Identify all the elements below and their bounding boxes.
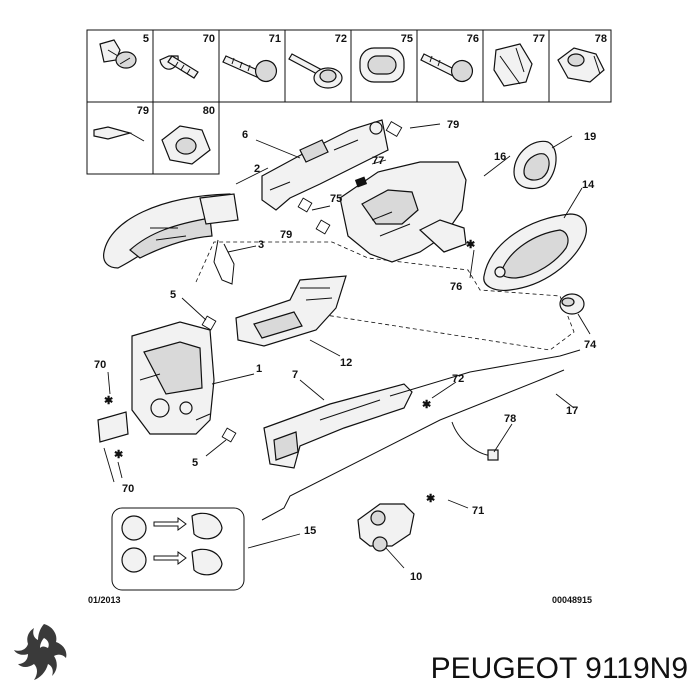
callout-5-mid: 5 xyxy=(170,289,176,301)
star-marker-70b: ✱ xyxy=(114,449,123,461)
clip-nut-icon xyxy=(493,43,533,87)
cable-15 xyxy=(261,369,565,521)
callout-77: 77 xyxy=(372,155,384,167)
callout-75: 75 xyxy=(330,193,342,205)
callout-70-a: 70 xyxy=(94,359,106,371)
callout-19: 19 xyxy=(584,131,596,143)
clip-tag-75 xyxy=(315,219,331,235)
rivet-icon xyxy=(93,126,145,142)
callout-12: 12 xyxy=(340,357,352,369)
table-cell-80-num: 80 xyxy=(203,105,215,117)
clip-tag-5-low xyxy=(221,427,237,443)
diagram-date: 01/2013 xyxy=(88,595,121,605)
rod-3 xyxy=(213,239,235,285)
callout-3: 3 xyxy=(258,239,264,251)
screw-71-icon xyxy=(222,55,278,83)
callout-17: 17 xyxy=(566,405,578,417)
bracket-6 xyxy=(261,119,389,211)
star-marker-76: ✱ xyxy=(466,239,475,251)
leader-lines xyxy=(103,123,591,569)
clip-tag-79-mid xyxy=(297,197,313,213)
screw-72-icon xyxy=(288,53,343,89)
part-caption: PEUGEOT 9119N9 xyxy=(431,652,688,685)
callout-6: 6 xyxy=(242,129,248,141)
callout-79-top: 79 xyxy=(447,119,459,131)
bracket-7 xyxy=(263,383,413,469)
clip-tag-79-top xyxy=(385,121,403,137)
cable-17 xyxy=(389,349,581,397)
clip-78-cable xyxy=(451,421,493,457)
clip-78 xyxy=(487,449,499,461)
table-cell-5-num: 5 xyxy=(143,33,149,45)
outer-door-handle xyxy=(103,193,239,269)
callout-70-b: 70 xyxy=(122,483,134,495)
cable-clip-icon xyxy=(557,47,605,83)
star-marker-70a: ✱ xyxy=(104,395,113,407)
handle-frame-12 xyxy=(235,275,347,347)
hinge-part-10 xyxy=(357,503,415,552)
table-cell-72-num: 72 xyxy=(335,33,347,45)
callout-72: 72 xyxy=(452,373,464,385)
inner-handle-14 xyxy=(483,213,587,291)
bezel-16 xyxy=(513,140,557,190)
clip-part-icon xyxy=(99,39,137,69)
callout-2: 2 xyxy=(254,163,260,175)
callout-14: 14 xyxy=(582,179,595,191)
callout-1: 1 xyxy=(256,363,262,375)
detail-box xyxy=(111,507,245,591)
table-cell-75-num: 75 xyxy=(401,33,413,45)
callout-5-low: 5 xyxy=(192,457,198,469)
callout-78: 78 xyxy=(504,413,516,425)
table-cell-76-num: 76 xyxy=(467,33,479,45)
door-lock-1 xyxy=(131,321,215,435)
table-cell-77-num: 77 xyxy=(533,33,545,45)
table-cell-78-num: 78 xyxy=(595,33,607,45)
peugeot-lion-logo xyxy=(14,624,67,680)
table-cell-71-num: 71 xyxy=(269,33,281,45)
screw-70-icon xyxy=(159,55,199,79)
callout-7: 7 xyxy=(292,369,298,381)
star-marker-71: ✱ xyxy=(426,493,435,505)
parts-table: 5 70 71 72 75 76 77 78 79 80 xyxy=(86,29,612,175)
callout-76: 76 xyxy=(450,281,462,293)
callout-16: 16 xyxy=(494,151,506,163)
grommet-icon xyxy=(359,47,405,83)
table-cell-70-num: 70 xyxy=(203,33,215,45)
seal-pad xyxy=(97,411,129,443)
inner-handle-mechanism xyxy=(339,161,467,263)
callout-labels: 79 6 77 16 19 2 75 79 14 3 76 5 12 74 70… xyxy=(94,119,597,583)
table-cell-79-num: 79 xyxy=(137,105,149,117)
callout-10: 10 xyxy=(410,571,422,583)
lock-knob-74 xyxy=(559,293,585,315)
callout-71: 71 xyxy=(472,505,484,517)
diagram-reference: 00048915 xyxy=(552,595,592,605)
callout-74: 74 xyxy=(584,339,597,351)
callout-15: 15 xyxy=(304,525,316,537)
screw-76-icon xyxy=(420,53,474,83)
nut-icon xyxy=(161,125,211,165)
callout-79-mid: 79 xyxy=(280,229,292,241)
star-marker-72: ✱ xyxy=(422,399,431,411)
